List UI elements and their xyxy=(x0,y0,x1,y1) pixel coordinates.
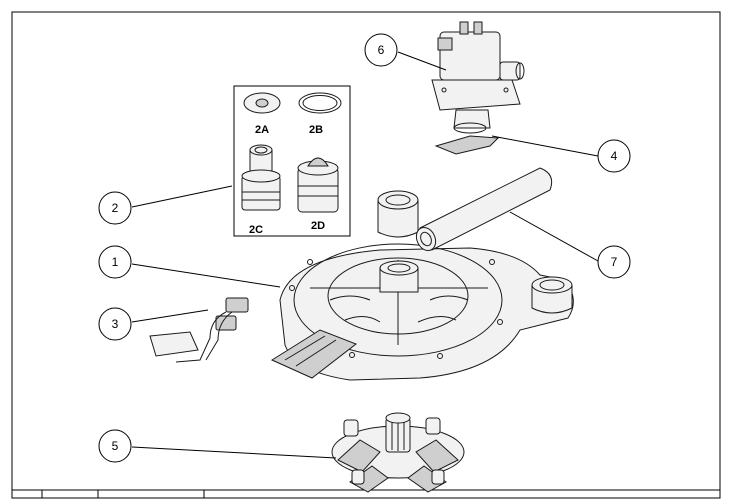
part-1-base-plate xyxy=(270,190,574,381)
label-2c: 2C xyxy=(249,224,263,236)
callout-5-text: 5 xyxy=(112,439,119,453)
part-2d-check-valve xyxy=(297,157,339,213)
callout-3: 3 xyxy=(98,307,132,341)
part-6-solenoid-valve xyxy=(431,21,525,111)
callout-4: 4 xyxy=(597,139,631,173)
callout-1-text: 1 xyxy=(112,255,119,269)
callout-2-text: 2 xyxy=(112,201,119,215)
part-3-connector-cable xyxy=(149,297,249,363)
part-2c-hose-fitting xyxy=(241,144,281,211)
part-7-pipe xyxy=(415,167,553,252)
label-2b: 2B xyxy=(309,124,323,136)
callout-6: 6 xyxy=(364,33,398,67)
leader-7 xyxy=(509,211,599,262)
leader-4 xyxy=(491,135,599,157)
part-4-valve-outlet xyxy=(434,109,500,155)
drawing-frame xyxy=(11,11,721,499)
part-5-impeller xyxy=(331,412,465,493)
part-2-inset-box: 2A 2B 2C 2D xyxy=(233,85,351,237)
leader-6 xyxy=(397,51,447,71)
callout-4-text: 4 xyxy=(611,149,618,163)
label-2a: 2A xyxy=(255,124,269,136)
part-2b-o-ring xyxy=(298,92,342,114)
callout-6-text: 6 xyxy=(378,43,385,57)
callout-5: 5 xyxy=(98,429,132,463)
leader-1 xyxy=(131,263,281,288)
leader-5 xyxy=(131,446,337,459)
callout-1: 1 xyxy=(98,245,132,279)
leader-lines xyxy=(131,51,599,459)
leader-3 xyxy=(131,309,209,323)
callout-3-text: 3 xyxy=(112,317,119,331)
leader-2 xyxy=(131,185,233,208)
label-2d: 2D xyxy=(311,220,325,232)
callout-7-text: 7 xyxy=(611,255,618,269)
callout-2: 2 xyxy=(98,191,132,225)
callout-7: 7 xyxy=(597,245,631,279)
part-2a-flat-washer xyxy=(243,92,281,114)
